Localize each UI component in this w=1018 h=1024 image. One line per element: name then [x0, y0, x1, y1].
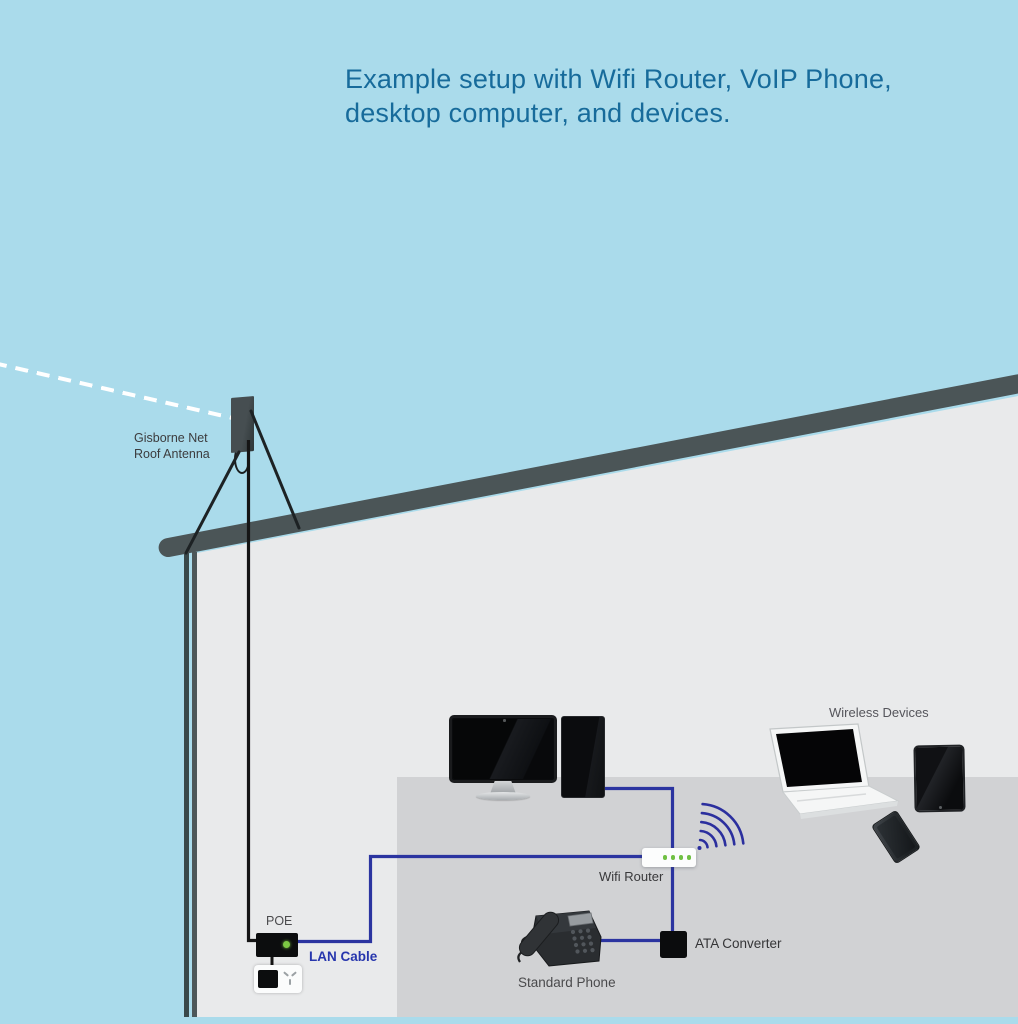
- socket-pin-right: [290, 971, 298, 977]
- antenna-tripod-leg-right: [249, 409, 301, 530]
- tablet-icon: [913, 744, 966, 813]
- roof-antenna-icon: [231, 395, 254, 454]
- computer-tower-icon: [561, 716, 605, 798]
- router-led-3: [678, 855, 683, 860]
- room-interior: [397, 777, 1018, 1017]
- poe-led: [283, 941, 290, 948]
- router-led-2: [670, 855, 675, 860]
- power-plug: [258, 970, 278, 988]
- socket-pin-earth: [288, 978, 291, 985]
- tablet-home-button: [938, 805, 942, 809]
- ata-converter-icon: [660, 931, 687, 958]
- monitor-stand-base: [476, 792, 530, 800]
- poe-injector-icon: [256, 933, 298, 957]
- monitor-screen: [453, 719, 553, 779]
- router-led-1: [662, 855, 667, 860]
- house-left-edge-outer: [184, 552, 189, 1017]
- monitor-stand-neck: [490, 781, 516, 794]
- desktop-monitor-icon: [449, 715, 557, 783]
- roof-antenna-label-line2: Roof Antenna: [134, 447, 210, 461]
- router-led-4: [686, 855, 691, 860]
- poe-label: POE: [266, 914, 293, 928]
- wifi-router-icon: [642, 848, 696, 867]
- lan-cable-label: LAN Cable: [309, 949, 378, 964]
- ata-converter-label: ATA Converter: [695, 936, 782, 951]
- wifi-router-label: Wifi Router: [599, 869, 664, 884]
- diagram-title: Example setup with Wifi Router, VoIP Pho…: [345, 62, 985, 130]
- power-outlet-icon: [254, 965, 302, 993]
- socket-pin-left: [282, 971, 290, 977]
- title-line-1: Example setup with Wifi Router, VoIP Pho…: [345, 64, 892, 94]
- wireless-devices-label: Wireless Devices: [829, 705, 929, 720]
- roof-antenna-label-line1: Gisborne Net: [134, 431, 208, 445]
- monitor-camera-dot: [503, 719, 506, 722]
- roof-antenna-label: Gisborne Net Roof Antenna: [134, 430, 210, 462]
- standard-phone-label: Standard Phone: [518, 975, 616, 990]
- house-left-edge-inner: [191, 552, 197, 1017]
- incoming-signal-dashed-line: [0, 361, 237, 421]
- title-line-2: desktop computer, and devices.: [345, 98, 731, 128]
